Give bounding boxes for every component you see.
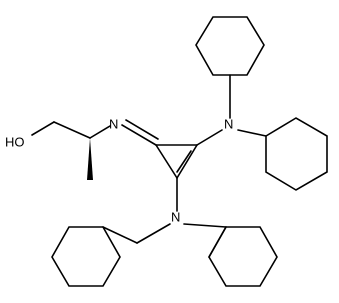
cyclohexyl-ring-upper-right bbox=[265, 117, 328, 191]
bond-upper-n-ring-right bbox=[237, 129, 267, 137]
bond-chiral-c-ch2 bbox=[53, 121, 91, 139]
imine-double-bond-b bbox=[125, 119, 159, 140]
bond-c2-upper-n bbox=[196, 129, 223, 146]
bond-ch2-oh bbox=[31, 121, 55, 136]
upper-amine-nitrogen-label: N bbox=[224, 117, 233, 132]
hydroxyl-label: HO bbox=[5, 135, 25, 150]
bond-lower-n-ring-left bbox=[136, 223, 171, 244]
ring-bond-c1-c3 bbox=[155, 144, 178, 179]
cyclohexyl-ring-upper-top bbox=[195, 16, 265, 76]
bond-ring-right-attach bbox=[208, 226, 227, 258]
ring-double-bond-inner bbox=[176, 150, 192, 173]
cyclohexyl-ring-lower-left bbox=[51, 226, 121, 287]
ring-bond-c2-c3 bbox=[176, 144, 198, 179]
cyclohexyl-ring-lower-right bbox=[208, 226, 278, 287]
wedge-bond-methyl bbox=[87, 138, 93, 180]
bond-ring-left-attach bbox=[102, 226, 138, 244]
bond-imine-n-chiral-c bbox=[89, 125, 111, 139]
imine-nitrogen-label: N bbox=[109, 117, 118, 132]
cyclopropene-ring bbox=[155, 144, 198, 179]
bond-lower-n-ring-right bbox=[183, 223, 227, 228]
imine-double-bond-a bbox=[121, 124, 157, 146]
lower-amine-nitrogen-label: N bbox=[171, 210, 180, 225]
